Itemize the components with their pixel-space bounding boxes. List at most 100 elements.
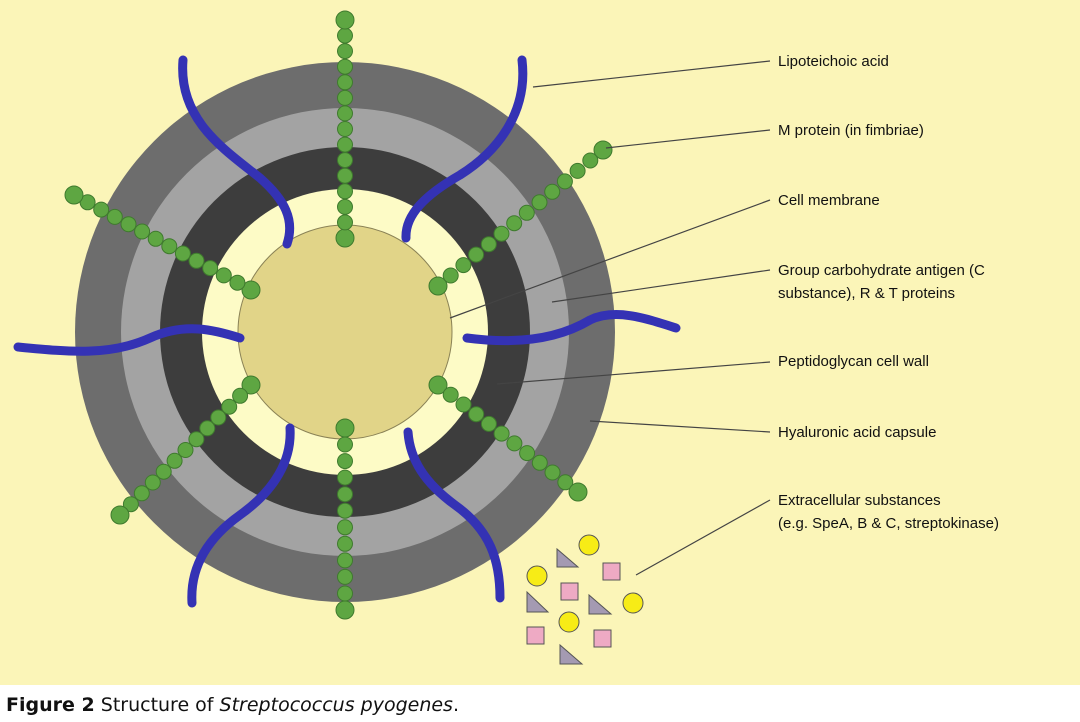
m-protein-bead (493, 225, 510, 242)
triangle-substance (526, 590, 550, 613)
m-protein-bead (468, 246, 485, 263)
m-protein-bead (64, 185, 84, 205)
leader-lines (449, 60, 771, 576)
m-protein-bead (337, 552, 353, 569)
m-protein-bead (161, 238, 178, 255)
m-protein-bead (428, 276, 448, 296)
m-protein-bead (337, 585, 353, 602)
m-protein-bead (144, 474, 161, 491)
m-protein-bead (556, 173, 573, 190)
label-group-carbohydrate-line2: substance), R & T proteins (778, 285, 955, 302)
m-protein-bead (593, 140, 613, 160)
m-protein-bead (335, 600, 355, 620)
m-protein-bead (337, 469, 353, 486)
m-protein-bead (79, 194, 96, 211)
m-protein-bead (122, 496, 139, 513)
m-protein-bead (93, 201, 110, 218)
circle-substance (622, 592, 644, 614)
m-protein-bead (134, 223, 151, 240)
m-protein-bead (480, 236, 497, 253)
leader-line-peptidoglycan (496, 361, 771, 385)
m-protein-bead (557, 474, 574, 491)
leader-line-extracellular (635, 499, 771, 576)
circle-substance (526, 565, 548, 587)
label-peptidoglycan: Peptidoglycan cell wall (778, 353, 929, 370)
m-protein-bead (337, 198, 353, 215)
triangle-substance (559, 643, 584, 665)
m-protein-bead (106, 208, 123, 225)
m-protein-bead (210, 409, 227, 426)
extracellular-substances (526, 534, 644, 665)
triangle-substance (588, 593, 613, 615)
m-protein-bead (337, 27, 353, 44)
leader-line-lipoteichoic (532, 60, 771, 88)
m-protein-bead (120, 216, 137, 233)
m-protein-bead (188, 252, 205, 269)
m-protein-bead (337, 43, 353, 60)
square-substance (593, 629, 612, 648)
label-extracellular-line2: (e.g. SpeA, B & C, streptokinase) (778, 515, 999, 532)
m-protein-bead (241, 280, 261, 300)
m-protein-bead (337, 121, 353, 137)
m-protein-bead (531, 454, 548, 471)
m-protein-bead (337, 436, 353, 453)
m-protein-bead (337, 568, 353, 585)
m-protein-bead (337, 502, 353, 519)
m-protein-bead (335, 228, 355, 248)
leader-line-carbohydrate (551, 269, 771, 303)
cell-layers (75, 62, 615, 602)
m-protein-bead (335, 10, 355, 30)
m-protein-bead (147, 230, 164, 247)
m-protein-bead (506, 435, 523, 452)
m-protein-bead (455, 257, 472, 274)
square-substance (560, 582, 579, 601)
m-protein-bead (337, 535, 353, 552)
m-protein-bead (337, 486, 353, 503)
square-substance (526, 626, 545, 645)
m-protein-bead (582, 152, 599, 169)
m-protein-bead (493, 425, 510, 442)
m-protein-bead (337, 183, 353, 200)
species-name: Streptococcus pyogenes (219, 694, 453, 716)
m-protein-bead (568, 482, 588, 502)
m-protein-bead (110, 505, 130, 525)
m-protein-bead (519, 445, 536, 462)
m-protein-bead (202, 260, 219, 277)
lipoteichoic-strand (403, 427, 505, 603)
m-protein-bead (337, 167, 353, 184)
m-protein-bead (428, 375, 448, 395)
leader-line-membrane (449, 199, 771, 319)
m-protein-bead (232, 387, 249, 404)
circle-substance (578, 534, 600, 556)
m-protein-bead (241, 375, 261, 395)
triangle-substance (556, 547, 580, 568)
m-protein-bead (155, 463, 172, 480)
lipoteichoic-strand (187, 423, 295, 608)
lipoteichoic-strand (13, 324, 245, 356)
labels: Lipoteichoic acid M protein (in fimbriae… (778, 53, 999, 532)
m-protein-bead (215, 267, 232, 284)
m-protein-bead (337, 105, 353, 122)
m-protein-bead (337, 214, 353, 231)
bacterium-structure-diagram: Lipoteichoic acid M protein (in fimbriae… (0, 0, 1080, 685)
m-protein-bead (544, 183, 561, 200)
m-protein-bead (442, 386, 459, 403)
label-cell-membrane: Cell membrane (778, 192, 880, 209)
m-protein-bead (518, 204, 535, 221)
leader-line-capsule (589, 420, 771, 433)
m-protein-bead (455, 396, 472, 413)
m-protein-bead (166, 452, 183, 469)
caption-text-after: . (452, 694, 459, 716)
label-hyaluronic-capsule: Hyaluronic acid capsule (778, 424, 936, 441)
m-protein-bead (337, 89, 353, 106)
lipoteichoic-acid-strands (13, 55, 681, 608)
label-m-protein: M protein (in fimbriae) (778, 122, 924, 139)
m-protein-bead (337, 136, 353, 153)
leader-line-m-protein (605, 129, 771, 149)
lipoteichoic-strand (462, 310, 681, 346)
lipoteichoic-strand (178, 55, 295, 249)
m-protein-bead (337, 74, 353, 91)
circle-substance (558, 611, 580, 633)
m-protein-bead (337, 519, 353, 536)
m-protein-fimbriae (64, 10, 613, 620)
